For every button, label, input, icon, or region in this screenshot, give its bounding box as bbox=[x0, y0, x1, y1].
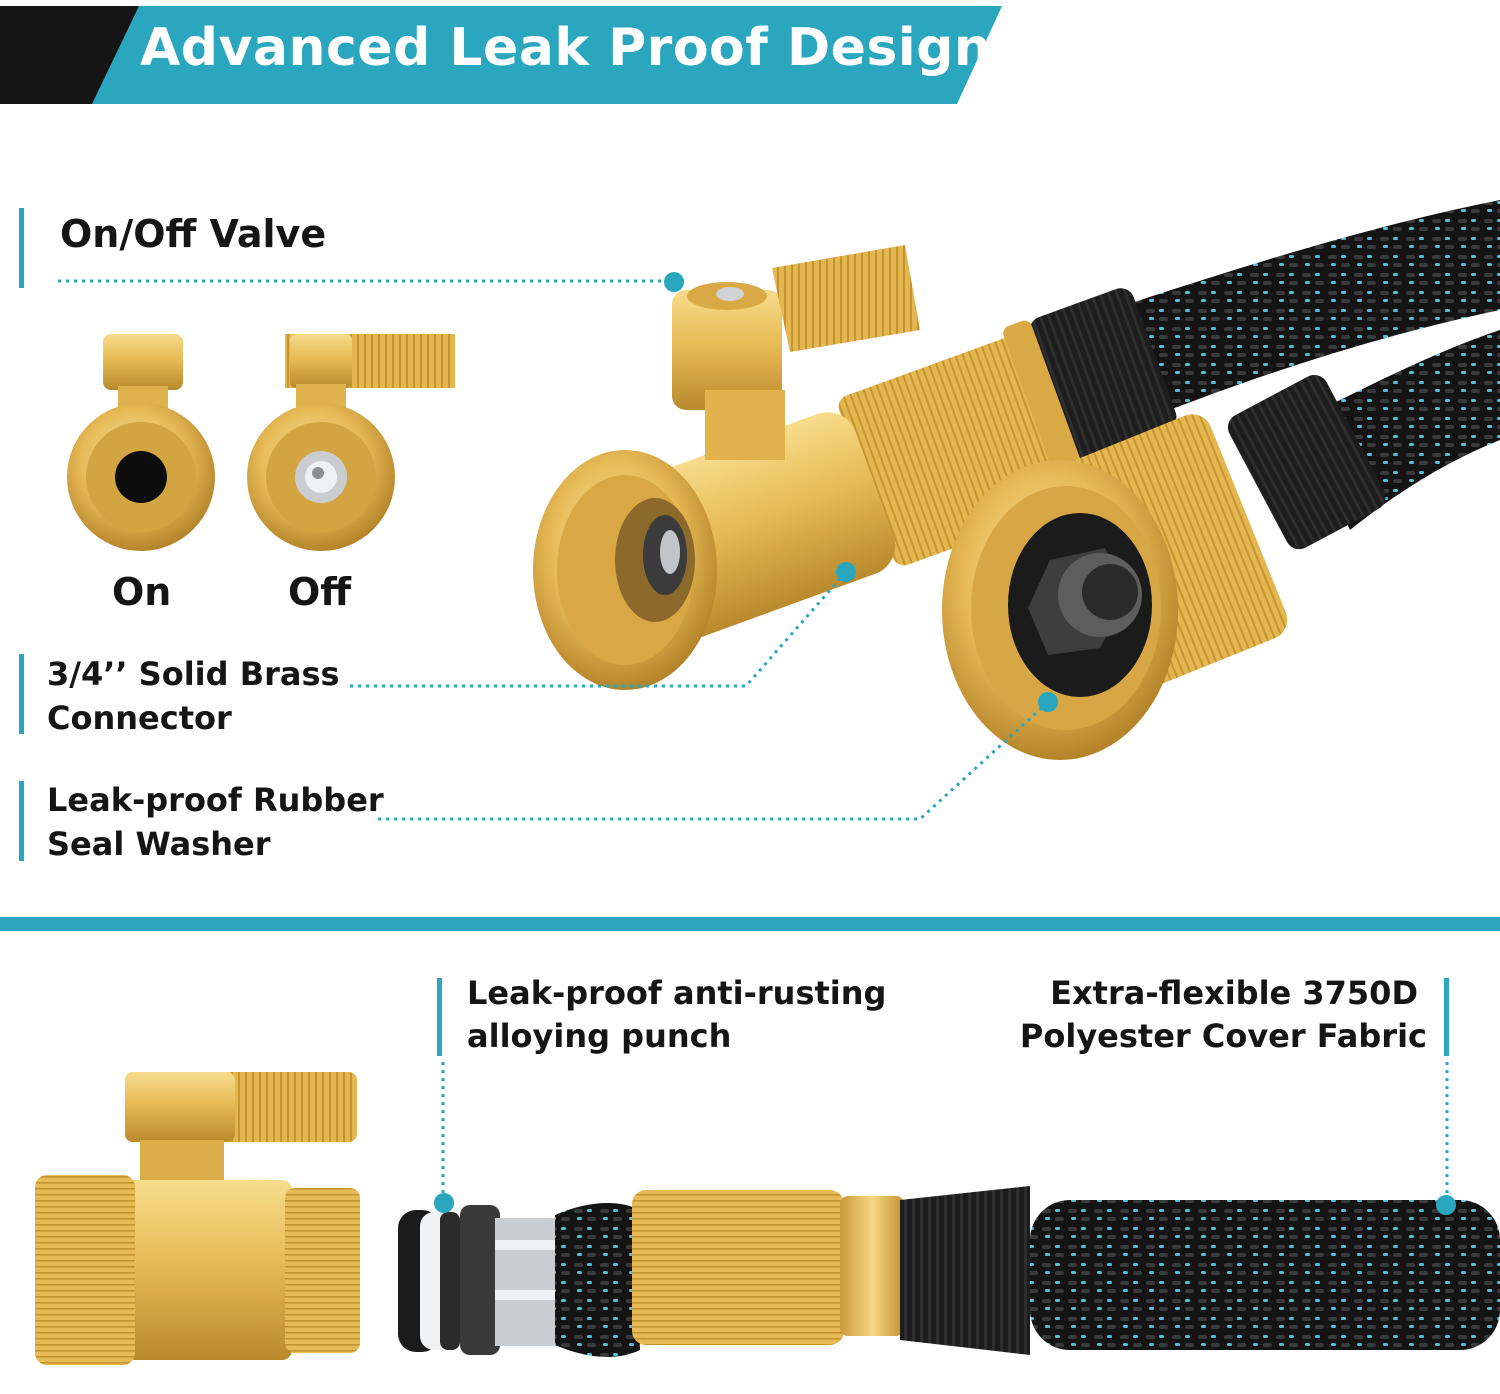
fabric-callout-bar bbox=[1444, 978, 1449, 1056]
header-banner bbox=[92, 6, 1002, 104]
valve-callout-title: On/Off Valve bbox=[60, 212, 327, 256]
section-divider bbox=[0, 917, 1500, 931]
connector-callout-bar bbox=[19, 654, 24, 734]
valve-on-label: On bbox=[112, 570, 172, 614]
connector-callout-line2: Connector bbox=[47, 699, 232, 737]
washer-callout-line1: Leak-proof Rubber bbox=[47, 781, 384, 819]
page-title: Advanced Leak Proof Design bbox=[140, 18, 992, 78]
valve-callout-bar bbox=[19, 208, 24, 288]
connector-callout-line1: 3/4’’ Solid Brass bbox=[47, 655, 340, 693]
punch-callout-line2: alloying punch bbox=[467, 1017, 732, 1055]
washer-callout-line2: Seal Washer bbox=[47, 825, 271, 863]
washer-callout-bar bbox=[19, 781, 24, 861]
fabric-callout-line2: Polyester Cover Fabric bbox=[1019, 1017, 1427, 1055]
valve-off-label: Off bbox=[288, 570, 352, 614]
punch-callout-line1: Leak-proof anti-rusting bbox=[467, 974, 887, 1012]
fabric-callout-line1: Extra-flexible 3750D bbox=[1050, 974, 1418, 1012]
punch-callout-bar bbox=[437, 978, 442, 1056]
